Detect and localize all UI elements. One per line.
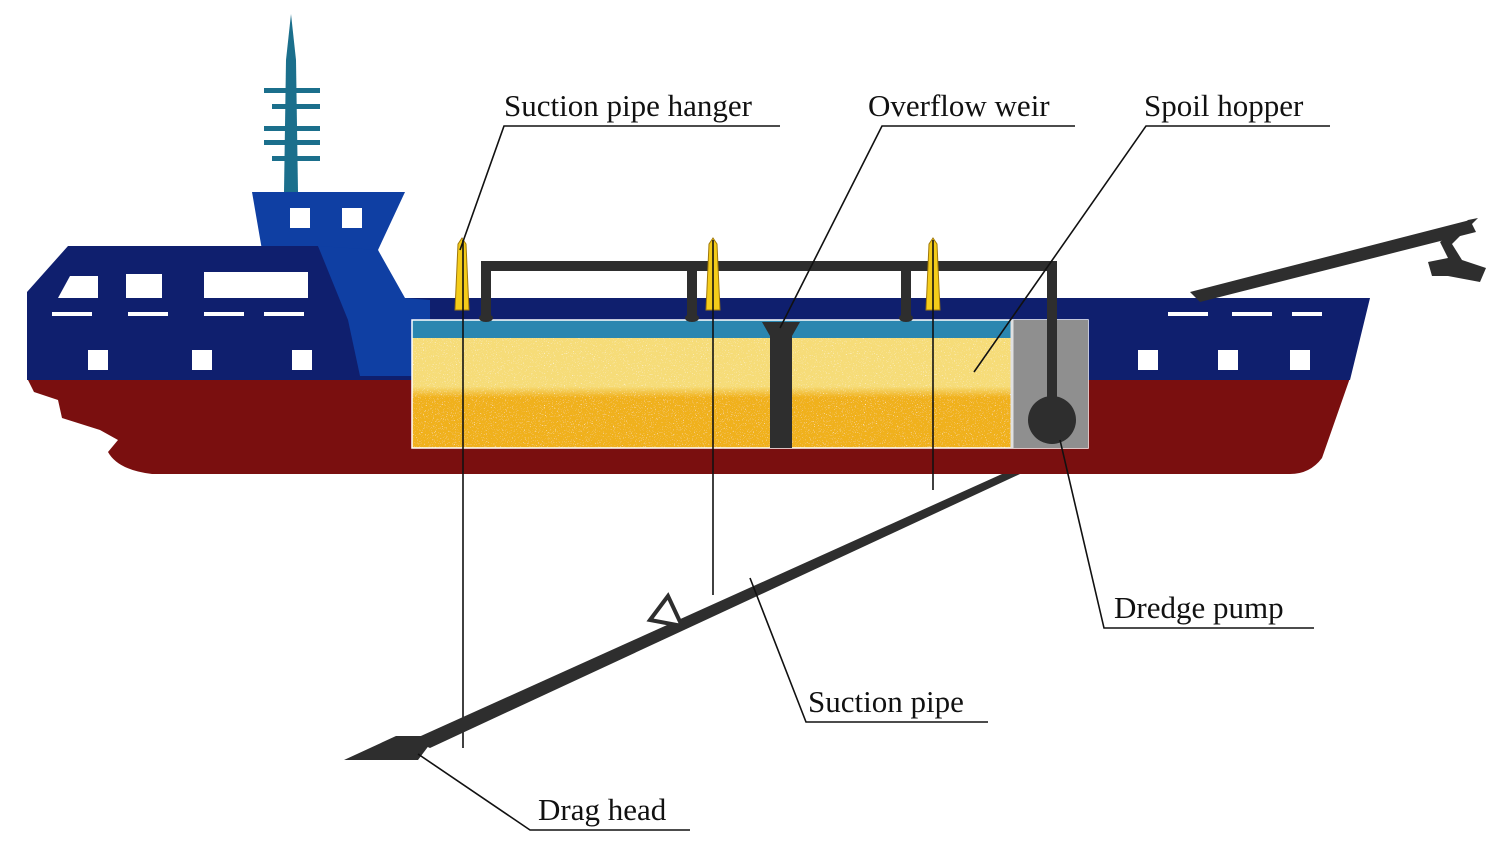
discharge-pipe: [481, 261, 1057, 400]
label-suction-pipe-hanger: Suction pipe hanger: [504, 88, 753, 123]
label-dredge-pump: Dredge pump: [1114, 590, 1284, 625]
mast: [264, 14, 320, 192]
hanger-cables: [462, 240, 934, 748]
pipe-outlets: [479, 314, 913, 322]
wheelhouse-window: [342, 208, 362, 228]
label-spoil-hopper: Spoil hopper: [1144, 88, 1304, 123]
deck-rail: [430, 300, 1110, 312]
leader-lines: [417, 125, 1330, 831]
stowed-suction-pipe: [1190, 218, 1486, 302]
label-suction-pipe: Suction pipe: [808, 684, 964, 719]
suction-pipe: [412, 474, 1020, 748]
hull-windows: [52, 272, 1322, 370]
label-overflow-weir: Overflow weir: [868, 88, 1050, 123]
drag-head: [344, 736, 436, 760]
suction-pipe-joint: [646, 592, 686, 629]
wheelhouse-window: [290, 208, 310, 228]
overflow-weir: [762, 322, 800, 448]
label-drag-head: Drag head: [538, 792, 667, 827]
spoil-hopper: [411, 319, 1089, 449]
dredge-pump: [1028, 396, 1076, 444]
superstructure: [318, 246, 430, 376]
